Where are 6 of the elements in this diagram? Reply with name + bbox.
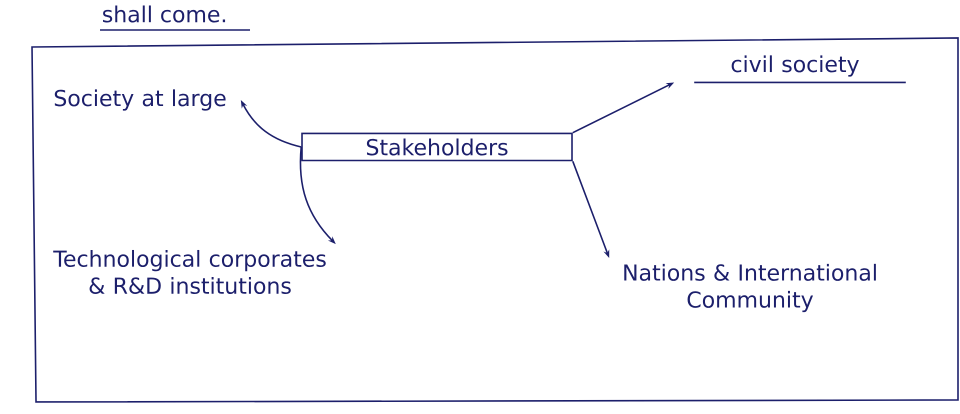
heading-text: shall come. [103,5,226,22]
group-label: civil society [732,55,859,77]
group-label: Technological corporates & R&D institutions [53,250,326,294]
group-label: Society at large [54,89,226,111]
stakeholder-box: Stakeholders [301,132,573,162]
group-label: Nations & International Community [624,264,876,312]
